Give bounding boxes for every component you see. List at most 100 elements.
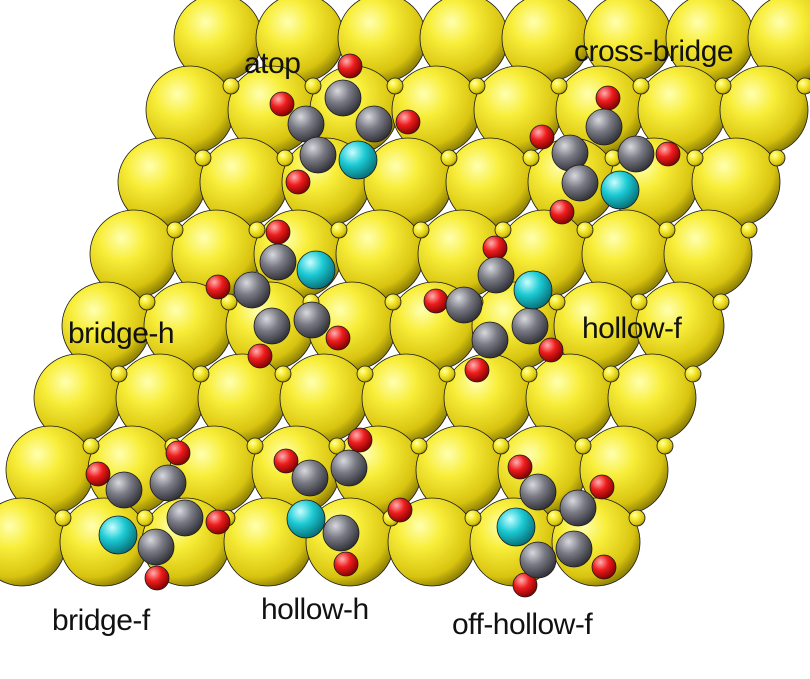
oxygen-atom bbox=[337, 53, 363, 79]
subsurface-atom bbox=[328, 437, 346, 455]
subsurface-atom bbox=[410, 437, 428, 455]
subsurface-atom bbox=[548, 293, 566, 311]
subsurface-atom bbox=[82, 437, 100, 455]
oxygen-atom bbox=[165, 440, 191, 466]
oxygen-atom bbox=[205, 509, 231, 535]
subsurface-atom bbox=[630, 293, 648, 311]
carbon-atom bbox=[511, 307, 549, 345]
subsurface-atom bbox=[136, 509, 154, 527]
label-hollow-h: hollow-h bbox=[261, 593, 369, 626]
oxygen-atom bbox=[347, 427, 373, 453]
subsurface-atom bbox=[110, 365, 128, 383]
subsurface-atom bbox=[166, 221, 184, 239]
oxygen-atom bbox=[395, 109, 421, 135]
subsurface-atom bbox=[356, 365, 374, 383]
oxygen-atom bbox=[269, 91, 295, 117]
carbon-atom bbox=[559, 489, 597, 527]
oxygen-atom bbox=[482, 235, 508, 261]
molecule-hollow-h bbox=[273, 427, 413, 577]
carbon-atom bbox=[259, 243, 297, 281]
carbon-atom bbox=[617, 135, 655, 173]
metal-atom bbox=[513, 270, 553, 310]
subsurface-atom bbox=[520, 365, 538, 383]
carbon-atom bbox=[105, 471, 143, 509]
oxygen-atom bbox=[387, 497, 413, 523]
oxygen-atom bbox=[655, 141, 681, 167]
subsurface-atom bbox=[574, 437, 592, 455]
subsurface-atom bbox=[768, 149, 786, 167]
carbon-atom bbox=[471, 321, 509, 359]
carbon-atom bbox=[149, 464, 187, 502]
subsurface-atom bbox=[602, 365, 620, 383]
carbon-atom bbox=[299, 136, 337, 174]
subsurface-atom bbox=[412, 221, 430, 239]
subsurface-atom bbox=[714, 77, 732, 95]
label-layer: atop cross-bridge bridge-h hollow-f brid… bbox=[52, 35, 734, 641]
label-hollow-f: hollow-f bbox=[582, 312, 683, 345]
carbon-atom bbox=[287, 105, 325, 143]
molecule-bridge-h bbox=[205, 219, 351, 369]
carbon-atom bbox=[477, 256, 515, 294]
molecule-atop bbox=[269, 53, 421, 195]
metal-atom bbox=[286, 499, 326, 539]
oxygen-atom bbox=[205, 274, 231, 300]
carbon-atom bbox=[330, 449, 368, 487]
subsurface-atom bbox=[192, 365, 210, 383]
oxygen-atom bbox=[507, 454, 533, 480]
carbon-atom bbox=[137, 528, 175, 566]
oxygen-atom bbox=[423, 288, 449, 314]
molecule-hollow-f bbox=[423, 235, 564, 383]
oxygen-atom bbox=[273, 448, 299, 474]
oxygen-atom bbox=[247, 343, 273, 369]
subsurface-atom bbox=[138, 293, 156, 311]
carbon-atom bbox=[585, 108, 623, 146]
subsurface-atom bbox=[440, 149, 458, 167]
carbon-atom bbox=[561, 164, 599, 202]
label-off-hollow-f: off-hollow-f bbox=[452, 608, 593, 641]
oxygen-atom bbox=[549, 199, 575, 225]
metal-atom bbox=[338, 140, 378, 180]
subsurface-atom bbox=[550, 77, 568, 95]
subsurface-atom bbox=[464, 509, 482, 527]
subsurface-atom bbox=[194, 149, 212, 167]
metal-atom bbox=[600, 170, 640, 210]
carbon-atom bbox=[445, 286, 483, 324]
subsurface-atom bbox=[438, 365, 456, 383]
carbon-atom bbox=[233, 271, 271, 309]
subsurface-atom bbox=[656, 437, 674, 455]
subsurface-atom bbox=[222, 77, 240, 95]
subsurface-atom bbox=[276, 149, 294, 167]
oxygen-atom bbox=[285, 169, 311, 195]
subsurface-atom bbox=[54, 509, 72, 527]
oxygen-atom bbox=[325, 325, 351, 351]
subsurface-atom bbox=[304, 77, 322, 95]
subsurface-atom bbox=[386, 77, 404, 95]
subsurface-atom bbox=[740, 221, 758, 239]
subsurface-atom bbox=[330, 221, 348, 239]
subsurface-atom bbox=[658, 221, 676, 239]
carbon-atom bbox=[291, 459, 329, 497]
subsurface-atom bbox=[246, 437, 264, 455]
oxygen-atom bbox=[85, 461, 111, 487]
label-bridge-h: bridge-h bbox=[68, 317, 174, 350]
carbon-atom bbox=[166, 499, 204, 537]
carbon-atom bbox=[253, 307, 291, 345]
subsurface-atom bbox=[468, 77, 486, 95]
molecule-bridge-f bbox=[85, 440, 231, 591]
subsurface-atom bbox=[274, 365, 292, 383]
oxygen-atom bbox=[589, 474, 615, 500]
oxygen-atom bbox=[591, 554, 617, 580]
subsurface-atom bbox=[576, 221, 594, 239]
label-atop: atop bbox=[244, 47, 300, 80]
carbon-atom bbox=[555, 530, 593, 568]
subsurface-atom bbox=[220, 293, 238, 311]
carbon-atom bbox=[519, 541, 557, 579]
subsurface-atom bbox=[492, 437, 510, 455]
label-cross-bridge: cross-bridge bbox=[574, 35, 733, 68]
oxygen-atom bbox=[538, 337, 564, 363]
metal-atom bbox=[296, 250, 336, 290]
subsurface-atom bbox=[384, 293, 402, 311]
oxygen-atom bbox=[265, 219, 291, 245]
